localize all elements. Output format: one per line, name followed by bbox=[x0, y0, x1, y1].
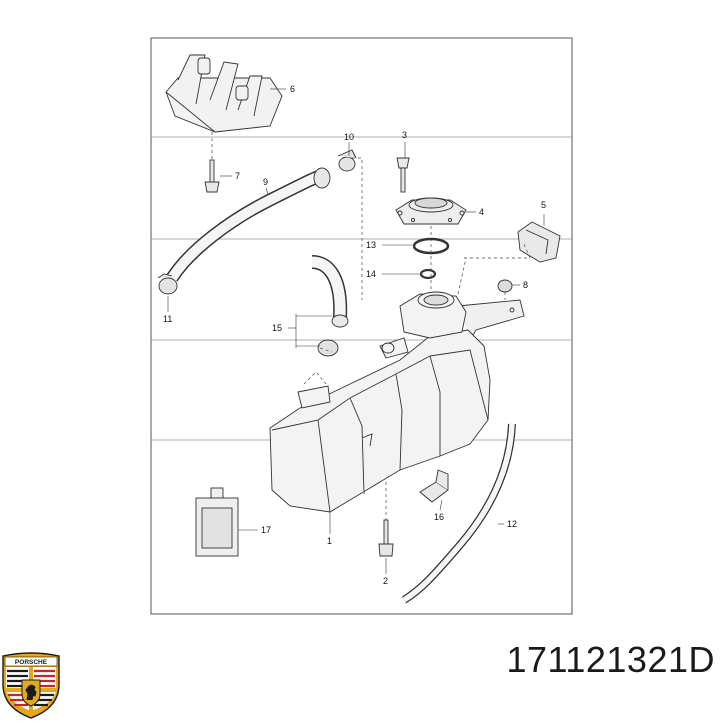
callout-10: 10 bbox=[344, 132, 354, 142]
part-bracket bbox=[457, 299, 525, 341]
part-cover-6 bbox=[165, 54, 283, 133]
callout-14: 14 bbox=[366, 269, 376, 279]
part-nut-8 bbox=[497, 279, 513, 293]
callout-3: 3 bbox=[402, 130, 407, 140]
callout-7: 7 bbox=[235, 171, 240, 181]
crest-banner bbox=[4, 656, 58, 667]
part-flange-4 bbox=[395, 197, 467, 225]
callout-16: 16 bbox=[434, 512, 444, 522]
part-clip-16 bbox=[419, 469, 449, 503]
prancing-horse bbox=[25, 684, 37, 701]
callout-6: 6 bbox=[290, 84, 295, 94]
callout-12: 12 bbox=[507, 519, 517, 529]
callout-2: 2 bbox=[383, 576, 388, 586]
part-number: 171121321D bbox=[506, 639, 715, 680]
callout-17: 17 bbox=[261, 525, 271, 535]
dashed-alignment-lines bbox=[211, 132, 531, 520]
part-connector-11 bbox=[157, 273, 178, 295]
porsche-crest-logo: PORSCHE bbox=[0, 652, 62, 720]
part-bottle-17 bbox=[195, 487, 239, 557]
callout-4: 4 bbox=[479, 207, 484, 217]
leader-lines bbox=[167, 88, 545, 574]
part-hose-15 bbox=[311, 255, 349, 357]
crest-banner-text: PORSCHE bbox=[15, 659, 48, 666]
section-dividers bbox=[151, 136, 572, 441]
callout-5: 5 bbox=[541, 200, 546, 210]
part-hose-12 bbox=[401, 423, 516, 604]
callout-1: 1 bbox=[327, 536, 332, 546]
part-hose-9 bbox=[166, 167, 331, 282]
part-bolt-3 bbox=[396, 157, 410, 193]
callout-11: 11 bbox=[163, 314, 172, 324]
callout-15: 15 bbox=[272, 323, 282, 333]
part-bolt-7 bbox=[204, 159, 220, 193]
part-tank-1 bbox=[269, 291, 491, 513]
callout-labels: 6 7 3 10 9 4 5 13 14 8 11 15 17 16 12 1 … bbox=[163, 84, 546, 586]
part-cap-5 bbox=[517, 221, 561, 263]
callout-13: 13 bbox=[366, 240, 376, 250]
callout-8: 8 bbox=[523, 280, 528, 290]
diagram-frame bbox=[150, 37, 573, 615]
part-bolt-2 bbox=[378, 519, 394, 557]
callout-9: 9 bbox=[263, 177, 268, 187]
part-clamp-10 bbox=[337, 149, 357, 172]
